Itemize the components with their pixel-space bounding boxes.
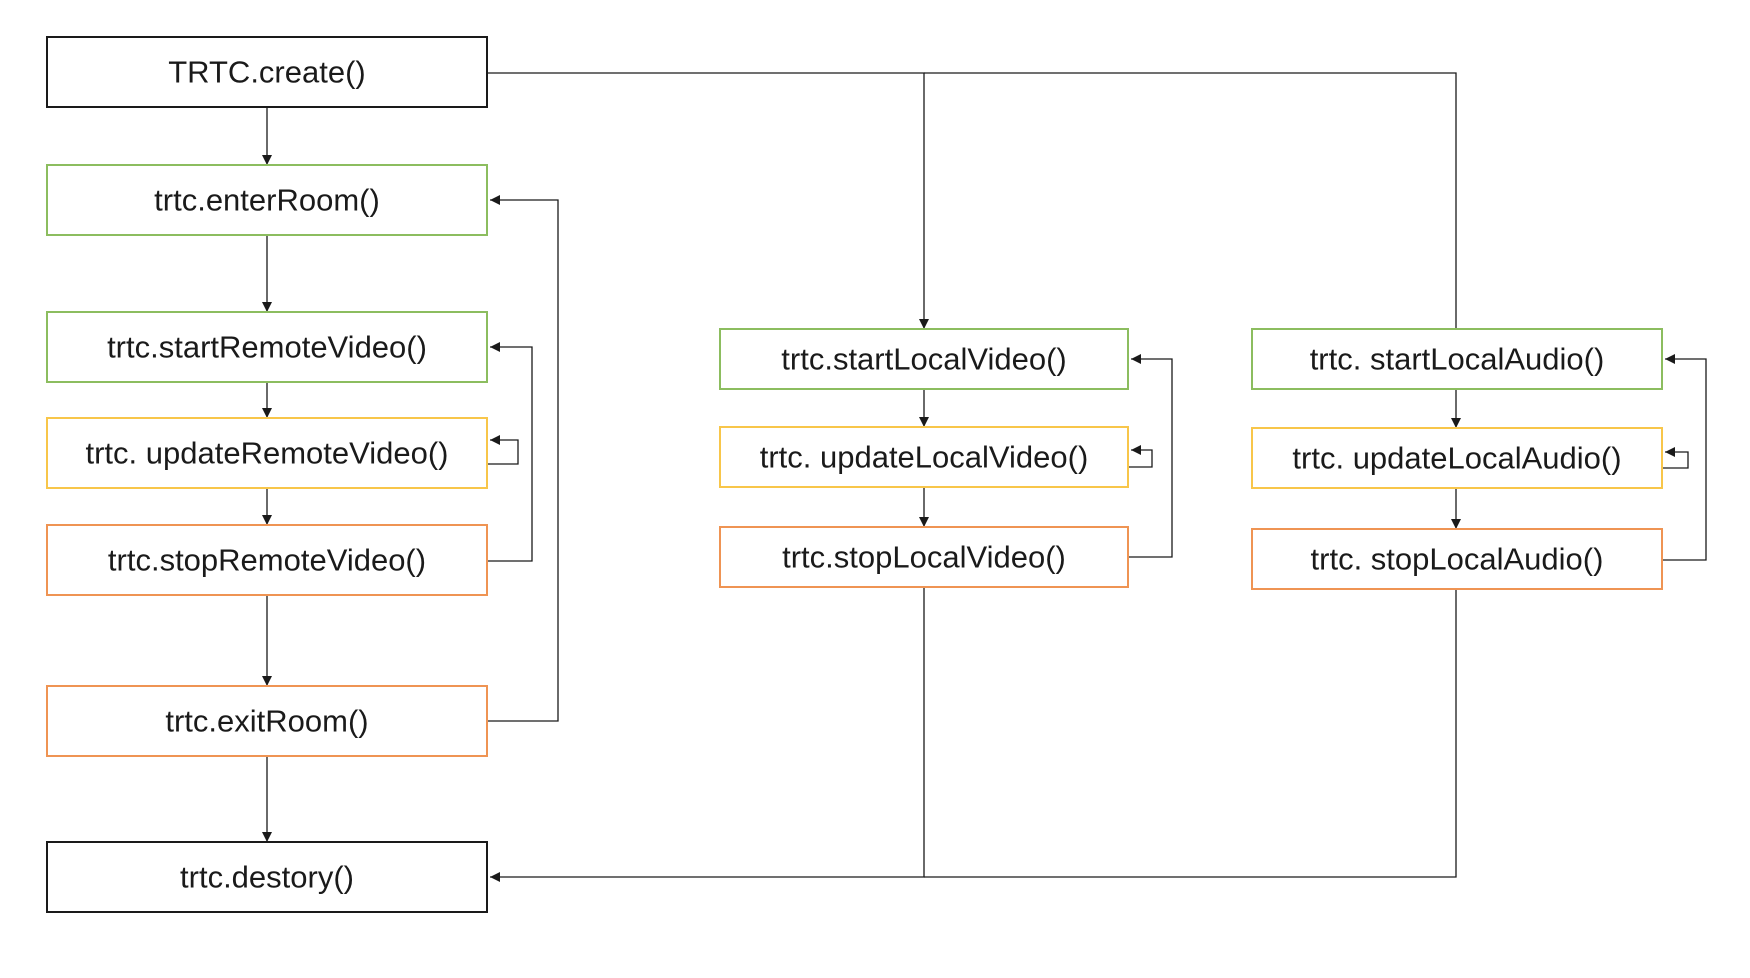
node-label: trtc.enterRoom(): [154, 183, 380, 218]
node-trtc-start-remote-video: trtc.startRemoteVideo(): [46, 311, 488, 383]
edge-trtc-stop-local-video-to-trtc-destory: [490, 587, 925, 882]
node-trtc-destory: trtc.destory(): [46, 841, 488, 913]
node-label: trtc.startLocalVideo(): [781, 342, 1066, 377]
nodes-layer: TRTC.create() trtc.enterRoom() trtc.startR…: [46, 36, 1663, 913]
node-box: [46, 417, 488, 489]
node-trtc-exit-room: trtc.exitRoom(): [46, 685, 488, 757]
node-box: [719, 328, 1129, 390]
node-trtc-create: TRTC.create(): [46, 36, 488, 108]
node-label: trtc. updateLocalVideo(): [760, 440, 1089, 475]
node-trtc-start-local-audio: trtc. startLocalAudio(): [1251, 328, 1663, 390]
node-box: [719, 526, 1129, 588]
node-box: [46, 36, 488, 108]
node-label: trtc. stopLocalAudio(): [1311, 542, 1604, 577]
node-trtc-enter-room: trtc.enterRoom(): [46, 164, 488, 236]
node-box: [46, 524, 488, 596]
edge-trtc-stop-local-audio-to-trtc-destory: [924, 589, 1457, 878]
node-box: [1251, 328, 1663, 390]
edge-trtc-stop-local-audio-to-trtc-start-local-audio: [1662, 354, 1707, 561]
edge-trtc-stop-local-video-to-trtc-start-local-video: [1128, 354, 1173, 558]
node-trtc-update-local-audio: trtc. updateLocalAudio(): [1251, 427, 1663, 489]
node-trtc-update-local-video: trtc. updateLocalVideo(): [719, 426, 1129, 488]
node-label: trtc. updateLocalAudio(): [1292, 441, 1621, 476]
node-box: [46, 685, 488, 757]
node-trtc-update-remote-video: trtc. updateRemoteVideo(): [46, 417, 488, 489]
node-label: TRTC.create(): [168, 55, 366, 90]
edge-trtc-create-to-trtc-start-local-video: [487, 72, 929, 329]
edge-trtc-create-to-trtc-start-local-audio: [924, 72, 1457, 329]
node-box: [719, 426, 1129, 488]
node-label: trtc.startRemoteVideo(): [107, 330, 427, 365]
node-box: [46, 311, 488, 383]
edge-trtc-stop-remote-video-to-trtc-start-remote-video: [487, 342, 533, 562]
node-trtc-stop-local-video: trtc.stopLocalVideo(): [719, 526, 1129, 588]
node-trtc-stop-local-audio: trtc. stopLocalAudio(): [1251, 528, 1663, 590]
node-trtc-start-local-video: trtc.startLocalVideo(): [719, 328, 1129, 390]
edge-trtc-exit-room-to-trtc-enter-room: [487, 195, 559, 722]
node-label: trtc.exitRoom(): [165, 704, 368, 739]
node-trtc-stop-remote-video: trtc.stopRemoteVideo(): [46, 524, 488, 596]
node-label: trtc.stopLocalVideo(): [782, 540, 1066, 575]
edge-trtc-update-local-video-to-trtc-update-local-video: [1128, 445, 1153, 468]
edge-trtc-update-remote-video-to-trtc-update-remote-video: [487, 435, 519, 465]
node-label: trtc.destory(): [180, 860, 354, 895]
node-box: [1251, 427, 1663, 489]
node-label: trtc.stopRemoteVideo(): [108, 543, 426, 578]
node-label: trtc. startLocalAudio(): [1310, 342, 1605, 377]
edges-layer: [262, 72, 1707, 882]
node-box: [46, 164, 488, 236]
edge-trtc-update-local-audio-to-trtc-update-local-audio: [1662, 447, 1689, 469]
node-box: [1251, 528, 1663, 590]
node-label: trtc. updateRemoteVideo(): [85, 436, 448, 471]
node-box: [46, 841, 488, 913]
